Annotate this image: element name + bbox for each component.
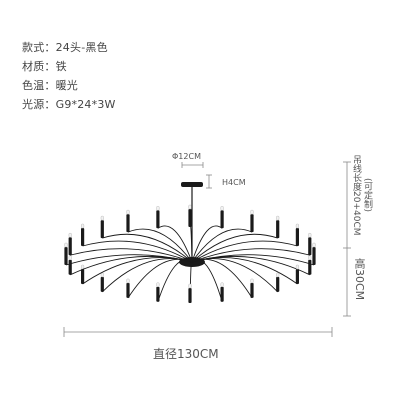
- lamp-holder: [250, 214, 254, 233]
- lamp-holder: [156, 210, 160, 229]
- g9-bulb: [68, 255, 72, 261]
- lamp-holder: [295, 228, 299, 246]
- g9-bulb: [312, 242, 316, 248]
- dimension-lines: [63, 161, 351, 337]
- fixture-diameter-label: 直径130CM: [153, 347, 219, 361]
- lamp-holder: [64, 247, 68, 265]
- chandelier-arm: [191, 257, 298, 285]
- chandelier-arm: [102, 233, 193, 263]
- lamp-holder: [68, 237, 72, 256]
- g9-bulb: [156, 282, 160, 287]
- chandelier: [64, 182, 316, 304]
- lamp-holder: [126, 282, 130, 298]
- g9-bulb: [64, 242, 68, 248]
- lamp-holder: [250, 282, 254, 298]
- g9-bulb: [156, 206, 160, 211]
- chandelier-arm: [157, 225, 193, 263]
- lamp-holder: [68, 259, 72, 275]
- spec-colon: ：: [44, 60, 56, 73]
- lamp-holder: [220, 286, 224, 302]
- g9-bulb: [276, 215, 280, 221]
- chandelier-arm: [82, 257, 193, 285]
- spec-value: 暖光: [55, 79, 79, 92]
- g9-bulb: [126, 278, 130, 284]
- canopy-height-label: H4CM: [222, 178, 246, 187]
- lamp-holder: [295, 269, 299, 284]
- lamp-holder: [308, 237, 312, 256]
- g9-bulb: [220, 206, 224, 211]
- g9-bulb: [126, 209, 130, 215]
- g9-bulb: [100, 272, 104, 278]
- cord-length-label: 吊线长度20+40CM: [351, 155, 361, 236]
- lamp-holder: [188, 209, 192, 227]
- spec-row-material: 材质：铁: [22, 57, 116, 76]
- g9-bulb: [188, 283, 192, 289]
- chandelier-arm: [191, 233, 278, 263]
- spec-value: 24头-黑色: [55, 41, 108, 54]
- lamp-holder: [100, 220, 104, 239]
- g9-bulb: [220, 282, 224, 287]
- lamp-holder: [188, 288, 192, 303]
- g9-bulb: [295, 264, 299, 270]
- spec-row-style: 款式：24头-黑色: [22, 38, 116, 57]
- lamp-holder: [276, 220, 280, 239]
- lamp-holder: [100, 276, 104, 292]
- spec-list: 款式：24头-黑色 材质：铁 色温：暖光 光源：G9*24*3W: [22, 38, 116, 114]
- g9-bulb: [250, 209, 254, 215]
- chandelier-arm: [191, 248, 310, 263]
- spec-label: 款式: [22, 41, 45, 54]
- spec-value: 铁: [55, 60, 67, 73]
- g9-bulb: [250, 278, 254, 284]
- spec-value: G9*24*3W: [55, 98, 116, 111]
- lamp-holder: [308, 259, 312, 275]
- g9-bulb: [276, 272, 280, 278]
- g9-bulb: [81, 223, 85, 229]
- chandelier-arm: [191, 240, 298, 263]
- spec-row-color-temperature: 色温：暖光: [22, 76, 116, 95]
- chandelier-arm: [191, 225, 223, 263]
- spec-label: 色温: [22, 79, 45, 92]
- spec-colon: ：: [44, 79, 56, 92]
- spec-label: 光源: [22, 98, 45, 111]
- lamp-holder: [81, 269, 85, 284]
- chandelier-arm: [101, 258, 193, 293]
- lamp-holder: [220, 210, 224, 229]
- spec-row-light-source: 光源：G9*24*3W: [22, 95, 116, 114]
- g9-bulb: [81, 264, 85, 270]
- g9-bulb: [100, 215, 104, 221]
- canopy-diameter-label: Φ12CM: [172, 152, 201, 161]
- chandelier-arm: [191, 259, 223, 302]
- canopy: [181, 182, 203, 187]
- spec-colon: ：: [44, 98, 56, 111]
- spec-label: 材质: [22, 60, 45, 73]
- chandelier-arm: [127, 228, 193, 263]
- g9-bulb: [295, 223, 299, 229]
- g9-bulb: [188, 204, 192, 210]
- cord-note-label: (可定制): [362, 178, 372, 213]
- fixture-height-label: 高30CM: [353, 258, 366, 301]
- g9-bulb: [308, 255, 312, 261]
- lamp-holder: [156, 286, 160, 302]
- lamp-holder: [81, 228, 85, 246]
- chandelier-arm: [82, 240, 193, 263]
- g9-bulb: [68, 232, 72, 238]
- lamp-holder: [312, 247, 316, 265]
- g9-bulb: [308, 232, 312, 238]
- lamp-holder: [126, 214, 130, 233]
- spec-colon: ：: [44, 41, 56, 54]
- chandelier-arm: [65, 254, 193, 266]
- chandelier-arm: [191, 228, 253, 263]
- lamp-holder: [276, 276, 280, 292]
- chandelier-arm: [70, 248, 193, 263]
